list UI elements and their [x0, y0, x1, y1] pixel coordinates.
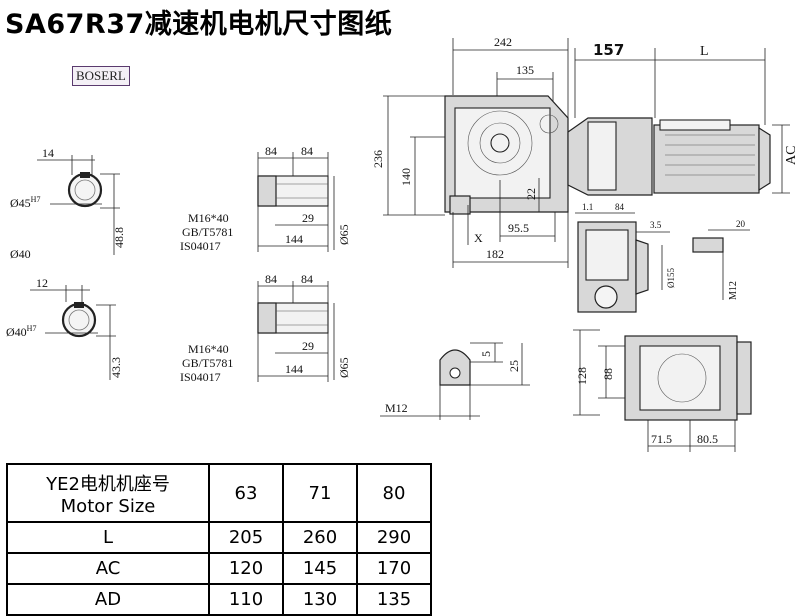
dim-14: 14 — [42, 146, 54, 160]
brand-logo: BOSERL — [72, 66, 130, 86]
gb-label-b: GB/T5781 — [182, 356, 233, 370]
m12-label-a: M12 — [728, 281, 739, 300]
dim-140: 140 — [399, 168, 413, 186]
size-63: 63 — [208, 463, 284, 523]
dim-29b: 29 — [302, 339, 314, 353]
table-row: L 205 260 290 — [6, 521, 432, 554]
dim-12: 12 — [36, 276, 48, 290]
dim-AC: AC — [784, 146, 799, 165]
dim-155: Ø155 — [666, 268, 676, 288]
motor-size-table: YE2电机机座号 Motor Size 63 71 80 L 205 260 2… — [6, 463, 432, 616]
row-label: AC — [6, 552, 210, 585]
dim-157: 157 — [593, 41, 624, 59]
table-cell: 260 — [282, 521, 358, 554]
dim-71-5: 71.5 — [651, 432, 672, 446]
dim-65b: Ø65 — [337, 357, 351, 378]
dim-95-5: 95.5 — [508, 221, 529, 235]
dim-22: 22 — [524, 188, 538, 200]
dim-144b: 144 — [285, 362, 303, 376]
dim-236: 236 — [371, 150, 385, 168]
dim-84b: 84 — [301, 144, 313, 158]
m16-label-a: M16*40 — [188, 211, 229, 225]
dim-5: 5 — [479, 351, 493, 357]
dim-144a: 144 — [285, 232, 303, 246]
iso-label-a: IS04017 — [180, 239, 221, 253]
dim-3-5: 3.5 — [650, 220, 662, 230]
dim-128: 128 — [575, 367, 589, 385]
table-cell: 110 — [208, 583, 284, 616]
dim-d40-label: Ø40 — [10, 247, 31, 261]
hollow-shaft-1: 84 84 M16*40 GB/T5781 IS04017 29 144 Ø65 — [180, 144, 351, 253]
dim-182: 182 — [486, 247, 504, 261]
m12-label-b: M12 — [385, 401, 408, 415]
dim-43-3: 43.3 — [109, 357, 123, 378]
dim-84d: 84 — [301, 272, 313, 286]
dim-L: L — [700, 44, 709, 59]
table-cell: 290 — [356, 521, 432, 554]
page-title: SA67R37减速机电机尺寸图纸 — [5, 9, 393, 40]
bolt-detail: 20 M12 — [692, 219, 750, 300]
table-cell: 205 — [208, 521, 284, 554]
row-label: AD — [6, 583, 210, 616]
dim-48-8: 48.8 — [112, 227, 126, 248]
table-header-row: YE2电机机座号 Motor Size 63 71 80 — [6, 463, 432, 523]
dim-20: 20 — [736, 219, 746, 229]
iso-label-b: IS04017 — [180, 370, 221, 384]
dim-d45: Ø45H7 — [10, 195, 40, 210]
table-header-label: YE2电机机座号 Motor Size — [6, 463, 210, 523]
table-cell: 135 — [356, 583, 432, 616]
size-80: 80 — [356, 463, 432, 523]
gb-label-a: GB/T5781 — [182, 225, 233, 239]
dim-84e: 84 — [615, 202, 625, 212]
size-71: 71 — [282, 463, 358, 523]
dim-88: 88 — [601, 368, 615, 380]
torque-arm-bolt: 5 25 M12 — [380, 342, 530, 420]
main-gearmotor-view: 242 135 157 L 236 140 — [371, 35, 799, 268]
gearbox-end-view: 1.1 84 3.5 Ø155 — [575, 202, 676, 313]
shaft-section-45: 14 Ø45H7 48.8 Ø40 — [10, 146, 126, 261]
table-row: AD 110 130 135 — [6, 583, 432, 616]
hollow-shaft-2: 84 84 M16*40 GB/T5781 IS04017 29 144 Ø65 — [180, 272, 351, 384]
gearbox-bottom-view: 128 88 71.5 80.5 — [573, 329, 752, 452]
dim-84a: 84 — [265, 144, 277, 158]
table-cell: 120 — [208, 552, 284, 585]
m16-label-b: M16*40 — [188, 342, 229, 356]
table-cell: 145 — [282, 552, 358, 585]
dim-80-5: 80.5 — [697, 432, 718, 446]
dim-d40h7: Ø40H7 — [6, 324, 36, 339]
dim-25: 25 — [507, 360, 521, 372]
dim-84c: 84 — [265, 272, 277, 286]
table-row: AC 120 145 170 — [6, 552, 432, 585]
dim-242: 242 — [494, 35, 512, 49]
dim-65a: Ø65 — [337, 224, 351, 245]
dim-29a: 29 — [302, 211, 314, 225]
dim-135: 135 — [516, 63, 534, 77]
dim-1-1: 1.1 — [582, 202, 593, 212]
table-cell: 170 — [356, 552, 432, 585]
shaft-section-40: 12 Ø40H7 43.3 — [6, 276, 123, 380]
table-cell: 130 — [282, 583, 358, 616]
dim-X: X — [474, 231, 483, 245]
header-cn: YE2电机机座号 — [46, 473, 170, 495]
row-label: L — [6, 521, 210, 554]
header-en: Motor Size — [60, 495, 156, 517]
